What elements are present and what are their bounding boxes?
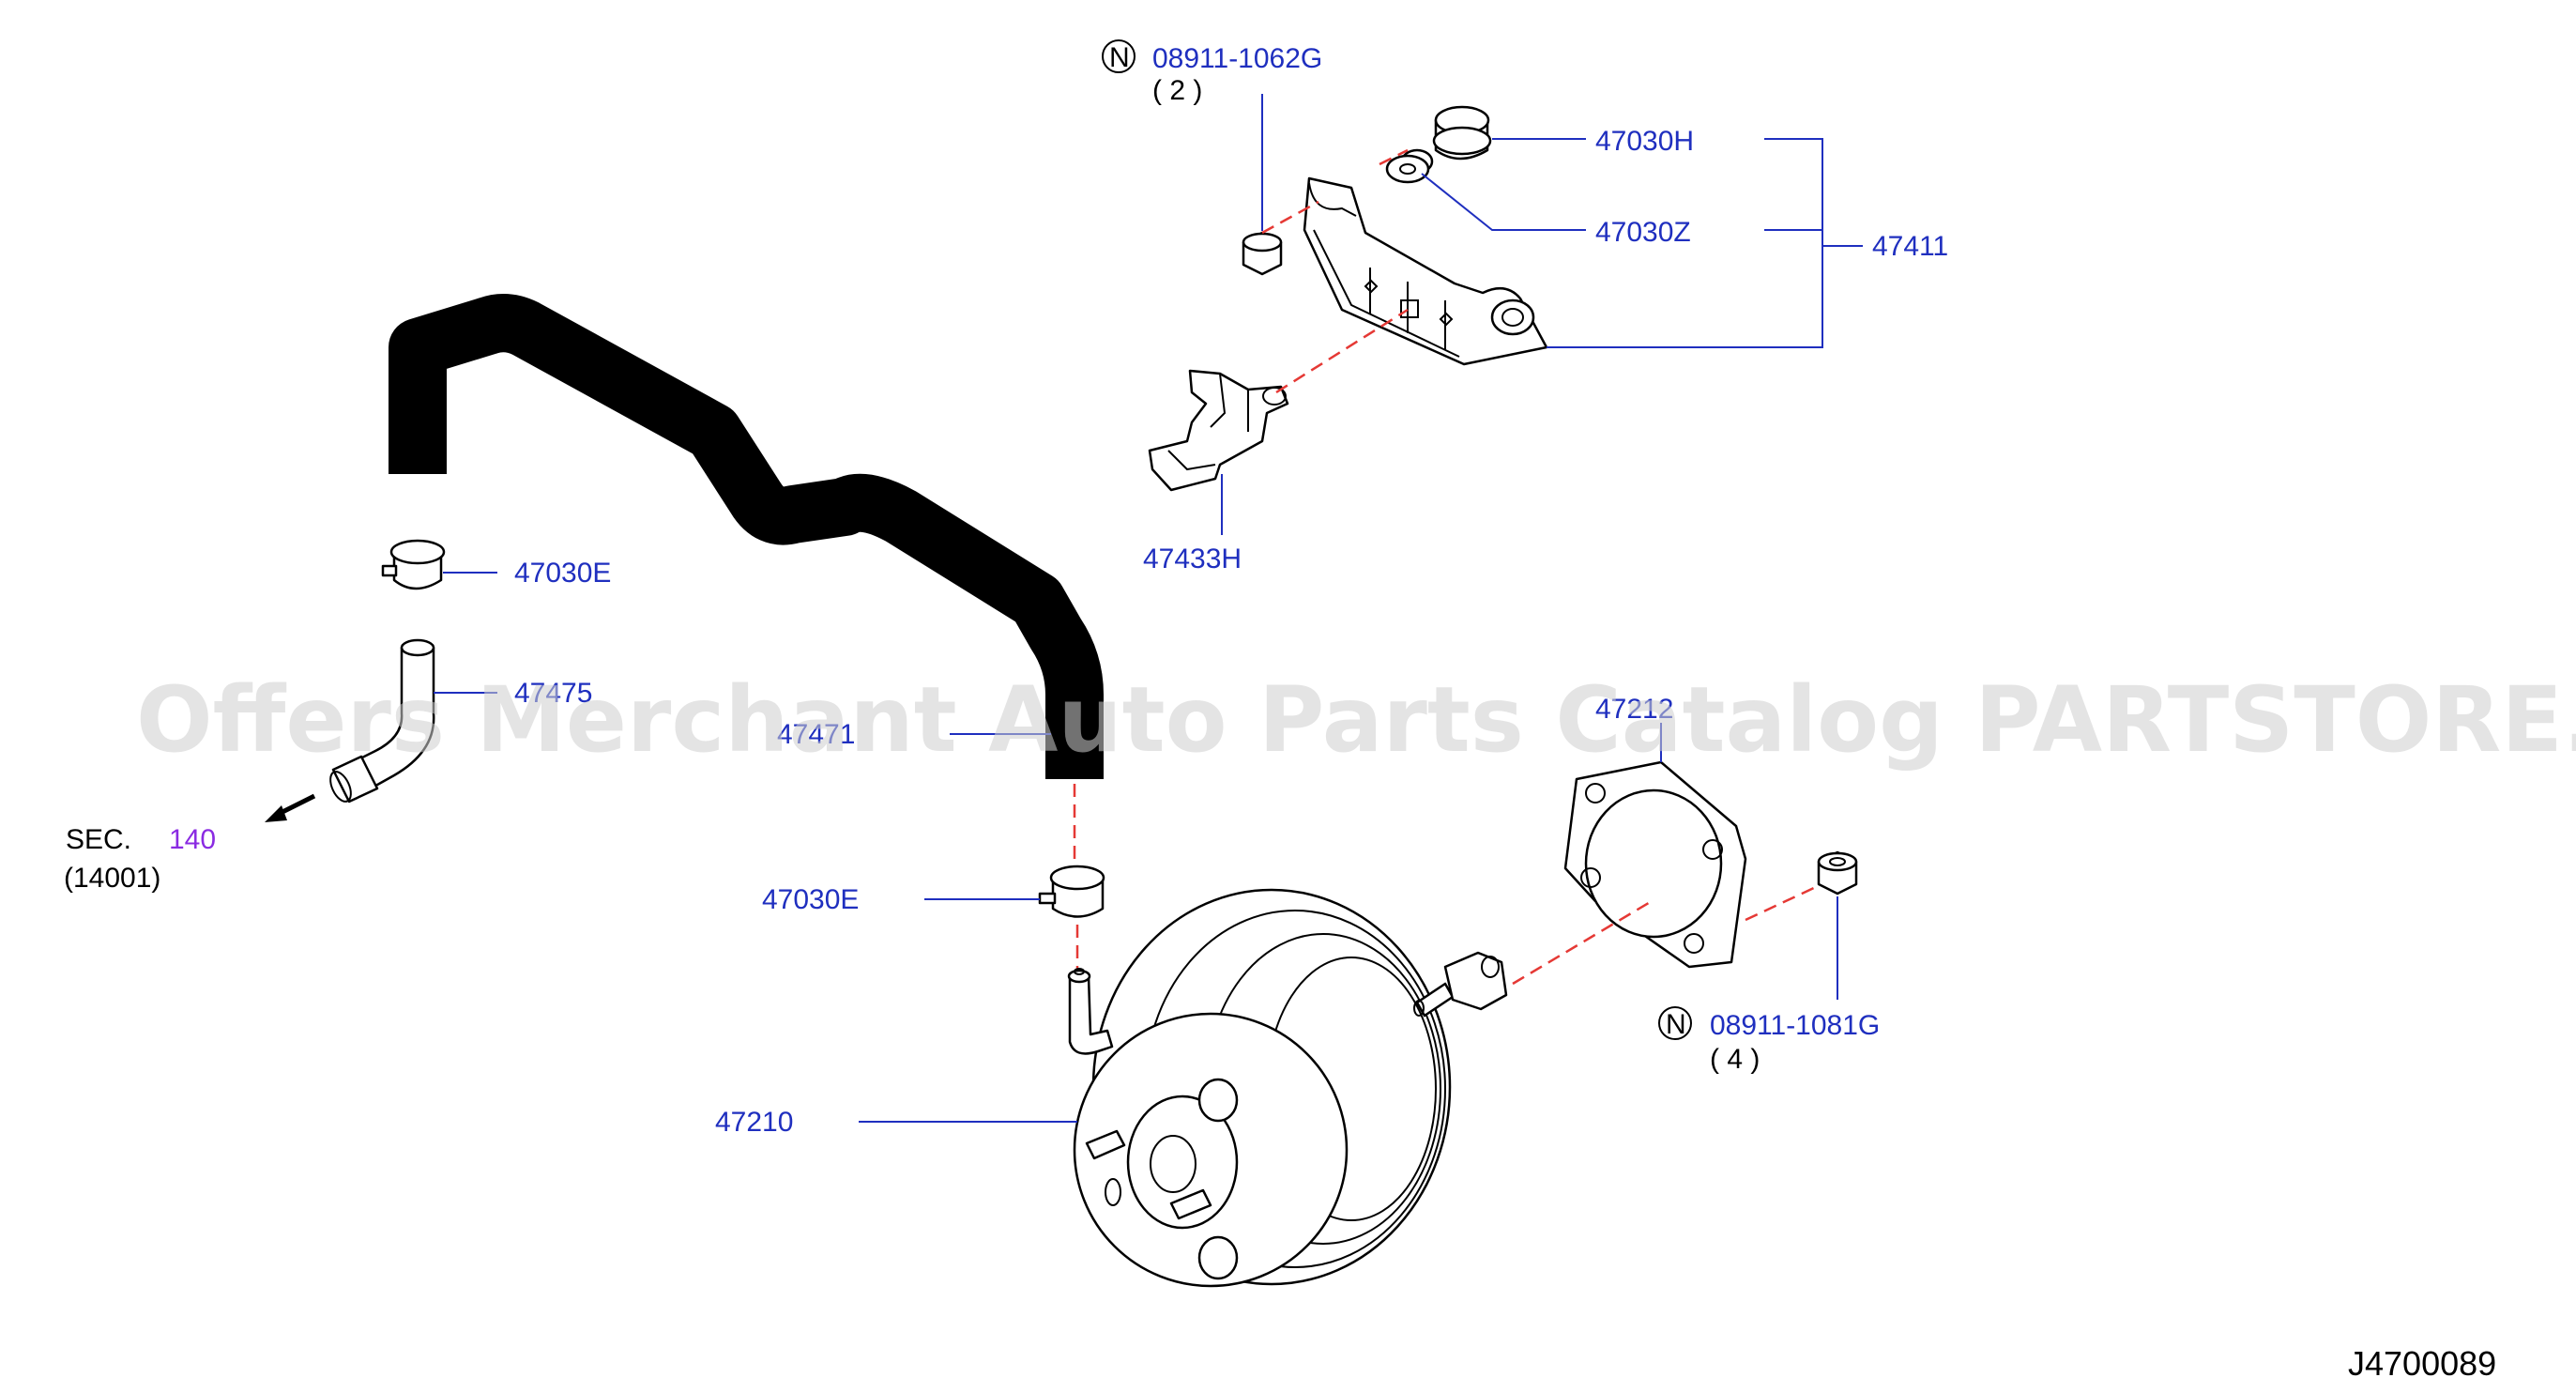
grommet-47030h[interactable] (1432, 105, 1492, 161)
leader-47411-top (1547, 138, 1823, 348)
brake-booster-47210[interactable] (1067, 888, 1508, 1288)
leader-47030z (1421, 173, 1586, 231)
label-47030e-lower[interactable]: 47030E (762, 884, 859, 915)
label-nut-bottom-qty: ( 4 ) (1710, 1044, 1760, 1075)
align-line-clip-bracket (1275, 308, 1409, 394)
align-line-collar (1379, 148, 1409, 166)
bracket-47411[interactable] (1303, 176, 1548, 366)
label-47030z[interactable]: 47030Z (1595, 217, 1691, 248)
label-nut-top-qty: ( 2 ) (1152, 75, 1202, 106)
align-line-gasket-nut (1745, 885, 1817, 922)
align-line-nut-bracket (1261, 200, 1319, 235)
sec-link-140[interactable]: 140 (169, 824, 216, 855)
nut-08911-1062g[interactable] (1242, 231, 1283, 276)
diagram-id: J4700089 (2348, 1344, 2496, 1383)
label-47411[interactable]: 47411 (1872, 231, 1948, 262)
label-47030e-upper[interactable]: 47030E (514, 558, 611, 589)
label-47030h[interactable]: 47030H (1595, 126, 1694, 157)
nut-08911-1081g[interactable] (1817, 850, 1858, 896)
sec-subtext: (14001) (64, 863, 160, 894)
label-47210[interactable]: 47210 (715, 1107, 793, 1138)
hose-clamp-lower[interactable] (1038, 865, 1105, 918)
clip-47433h[interactable] (1148, 369, 1289, 492)
direction-arrow-head-icon (265, 805, 287, 822)
label-47433h[interactable]: 47433H (1143, 543, 1242, 574)
label-47475[interactable]: 47475 (514, 678, 592, 709)
hose-clamp-upper[interactable] (381, 539, 446, 590)
n-symbol-bottom: N (1658, 1006, 1692, 1040)
align-line-booster-gasket (1512, 899, 1653, 986)
label-nut-top[interactable]: 08911-1062G (1152, 43, 1322, 74)
collar-47030z[interactable] (1385, 148, 1434, 184)
label-nut-bottom[interactable]: 08911-1081G (1710, 1010, 1880, 1041)
watermark: Offers Merchant Auto Parts Catalog PARTS… (136, 667, 2576, 773)
vacuum-hose[interactable] (389, 294, 1104, 779)
gasket-47212[interactable] (1563, 760, 1747, 969)
n-symbol-top: N (1102, 39, 1136, 73)
elbow-connector-47475[interactable] (327, 638, 435, 804)
label-47471[interactable]: 47471 (777, 719, 855, 750)
n-symbol-top-text: N (1109, 42, 1130, 73)
n-symbol-bottom-text: N (1666, 1009, 1686, 1040)
sec-prefix: SEC. (66, 824, 131, 855)
label-47212[interactable]: 47212 (1595, 694, 1673, 725)
